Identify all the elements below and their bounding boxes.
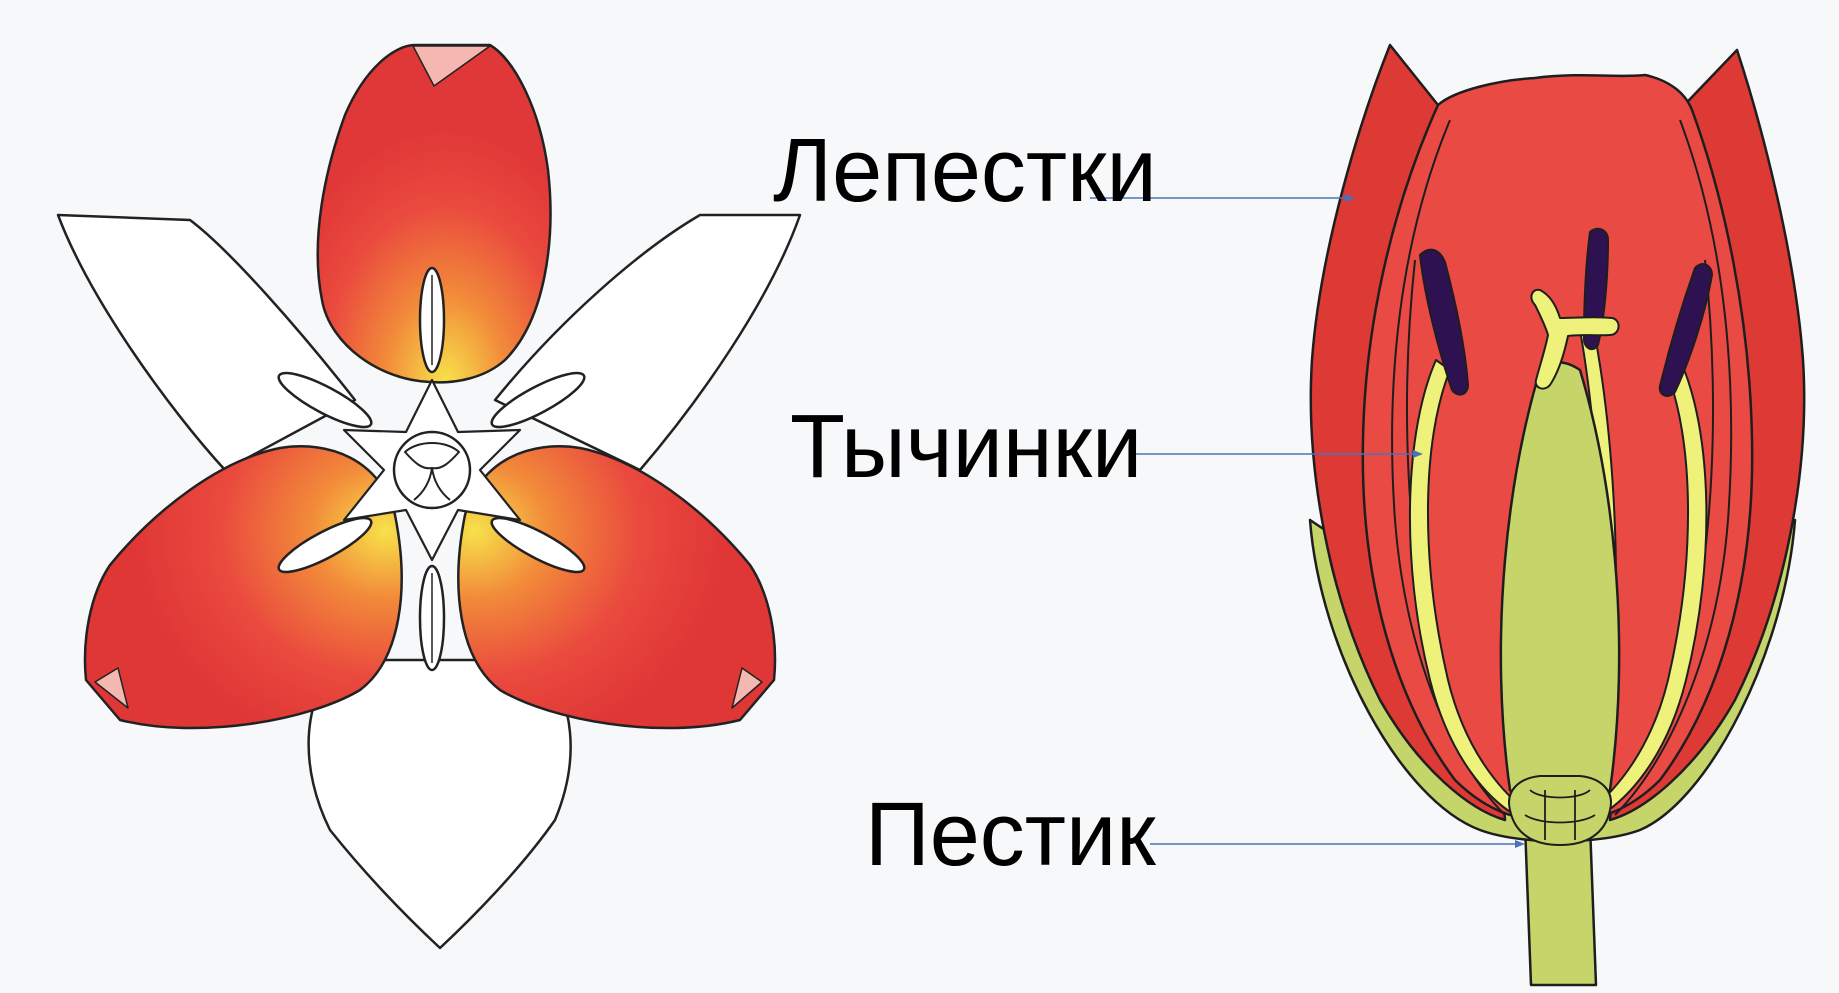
red-petal-right — [458, 446, 775, 728]
label-stamens: Тычинки — [790, 402, 1142, 492]
ovary-base — [1509, 776, 1611, 845]
flower-top-view — [58, 45, 800, 948]
label-petals: Лепестки — [773, 126, 1157, 216]
red-petal-left — [85, 446, 402, 728]
leader-arrow-pistil — [1515, 840, 1525, 848]
label-pistil: Пестик — [865, 790, 1156, 880]
stem — [1525, 825, 1596, 985]
outer-petal-left — [58, 215, 355, 470]
